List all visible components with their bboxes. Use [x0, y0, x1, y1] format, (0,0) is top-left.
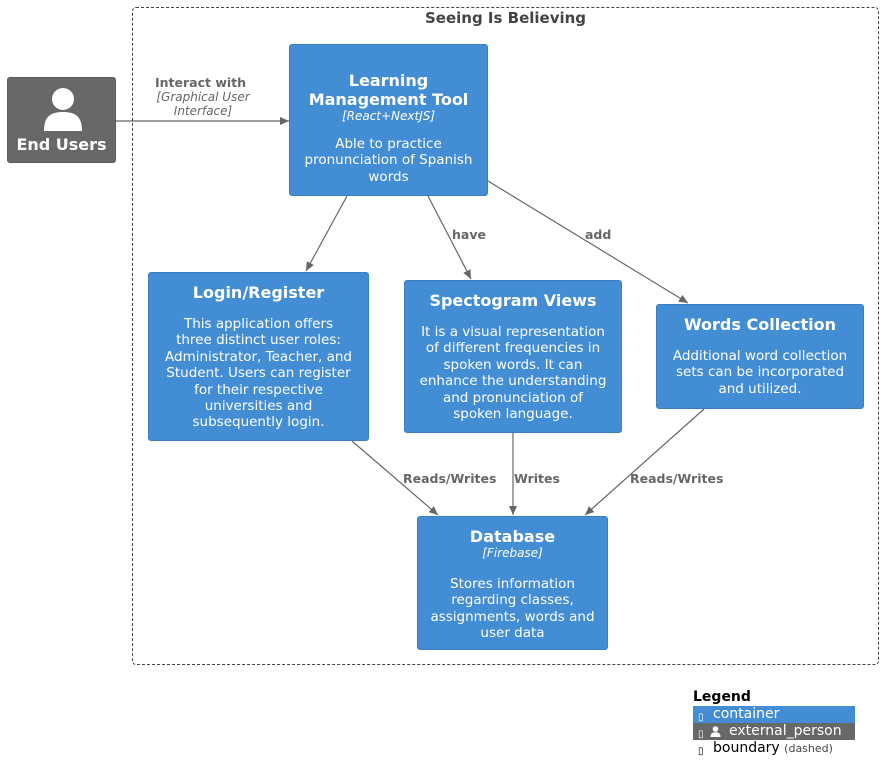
- spectogram-desc-line: It is a visual representation: [421, 324, 605, 340]
- spectogram-title: Spectogram Views: [429, 291, 597, 310]
- edge-lmt-spectogram: [427, 195, 472, 280]
- login-desc-line: universities and: [204, 398, 313, 415]
- words-title: Words Collection: [683, 315, 837, 334]
- legend-boundary-label: boundary: [713, 740, 780, 756]
- edge-label-interact: Interact with: [155, 75, 247, 90]
- database-desc-line: regarding classes,: [451, 592, 574, 609]
- edge-label-login-db: Reads/Writes: [403, 471, 497, 486]
- lmt-desc-line: Able to practice: [335, 136, 442, 152]
- lmt-desc-line: pronunciation of Spanish: [304, 152, 473, 169]
- edge-label-spec-db: Writes: [514, 471, 560, 486]
- database-desc-line: user data: [480, 625, 545, 642]
- edge-lmt-login: [305, 195, 348, 272]
- database-title: Database: [469, 527, 556, 546]
- login-desc-line: This application offers: [183, 316, 334, 332]
- lmt-title-line2: Management Tool: [308, 90, 469, 109]
- learning-management-tool-container[interactable]: Learning Management Tool [React+NextJS] …: [289, 44, 488, 196]
- edge-tech-line2: Interface]: [173, 104, 233, 118]
- login-desc-line: Administrator, Teacher, and: [165, 348, 352, 365]
- login-register-container[interactable]: Login/Register This application offers t…: [148, 272, 369, 441]
- legend-boundary-note: (dashed): [784, 742, 833, 755]
- edge-label-add: add: [585, 227, 612, 242]
- spectogram-views-container[interactable]: Spectogram Views It is a visual represen…: [404, 280, 622, 433]
- edge-tech-line1: [Graphical User: [156, 90, 250, 104]
- login-desc: This application offers three distinct u…: [157, 316, 360, 431]
- legend-box-glyph: ▯: [698, 746, 704, 757]
- edge-words-db: [584, 408, 705, 516]
- boundary-title: Seeing Is Believing: [424, 9, 587, 27]
- legend-container-label: container: [713, 706, 780, 722]
- words-desc-line: and utilized.: [718, 380, 802, 397]
- login-desc-line: for their respective: [194, 381, 323, 398]
- edge-login-db: [351, 440, 439, 516]
- words-desc-line: sets can be incorporated: [675, 364, 845, 381]
- spectogram-desc-line: spoken words. It can: [443, 356, 583, 373]
- lmt-title-line1: Learning: [348, 71, 429, 90]
- login-desc-line: three distinct user roles:: [176, 332, 341, 349]
- edge-tech-interact: [Graphical User Interface]: [140, 90, 266, 118]
- spectogram-desc-line: enhance the understanding: [419, 373, 607, 390]
- database-container[interactable]: Database [Firebase] Stores information r…: [417, 516, 608, 650]
- words-desc: Additional word collection sets can be i…: [665, 348, 855, 397]
- lmt-desc-line: words: [368, 168, 409, 185]
- database-desc-line: Stores information: [450, 576, 575, 592]
- words-collection-container[interactable]: Words Collection Additional word collect…: [656, 304, 864, 409]
- legend-box-glyph: ▯: [698, 729, 704, 740]
- login-desc-line: subsequently login.: [192, 414, 325, 431]
- legend-container-row: ▯ container: [693, 706, 855, 723]
- legend-person-row: ▯ external_person: [693, 723, 855, 740]
- lmt-desc: Able to practice pronunciation of Spanis…: [298, 136, 479, 185]
- person-label: End Users: [16, 135, 107, 154]
- edge-lmt-words: [487, 180, 689, 304]
- lmt-tech: [React+NextJS]: [341, 109, 436, 123]
- database-desc: Stores information regarding classes, as…: [426, 576, 599, 642]
- system-boundary: [132, 7, 879, 665]
- login-title: Login/Register: [192, 283, 325, 302]
- legend-box-glyph: ▯: [698, 712, 704, 723]
- database-desc-line: assignments, words and: [430, 608, 595, 625]
- spectogram-desc-line: spoken language.: [453, 406, 573, 423]
- spectogram-desc: It is a visual representation of differe…: [413, 324, 613, 422]
- person-icon: [44, 88, 82, 131]
- spectogram-desc-line: and pronunciation of: [442, 389, 584, 406]
- spectogram-desc-line: of different frequencies in: [425, 340, 601, 357]
- edge-label-have: have: [452, 227, 486, 242]
- person-icon: [710, 726, 721, 737]
- edge-label-words-db: Reads/Writes: [630, 471, 724, 486]
- end-users-person[interactable]: End Users: [7, 77, 116, 163]
- legend: Legend ▯ container ▯ external_person ▯ b…: [693, 689, 855, 757]
- database-tech: [Firebase]: [482, 546, 543, 560]
- legend-title: Legend: [693, 689, 751, 705]
- words-desc-line: Additional word collection: [672, 348, 848, 364]
- legend-person-label: external_person: [729, 723, 842, 739]
- legend-boundary-row: ▯ boundary (dashed): [693, 740, 855, 757]
- login-desc-line: Student. Users can register: [166, 365, 351, 382]
